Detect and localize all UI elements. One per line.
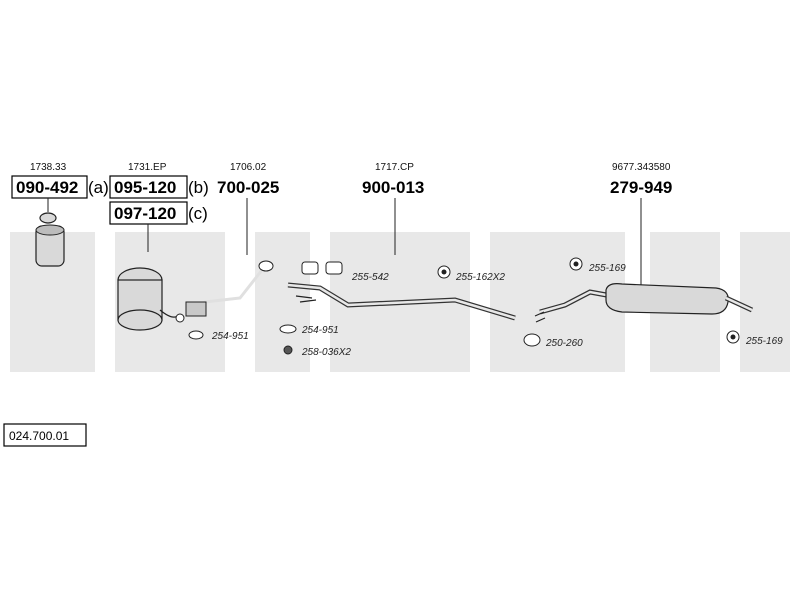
variant-label: (c)	[188, 204, 208, 223]
catalyst-a-icon	[35, 212, 65, 267]
section-catalyst-a[interactable]: 1738.33 090-492 (a)	[11, 162, 109, 267]
fitting-label: 254-951	[301, 325, 339, 336]
front-pipe-icon	[185, 260, 274, 317]
part-number: 279-949	[610, 178, 672, 197]
rubber-mount-icon	[437, 265, 451, 279]
ref-label: 1706.02	[230, 162, 267, 173]
ref-label: 1731.EP	[128, 162, 167, 173]
rubber-mount-icon	[569, 257, 583, 271]
ref-label: 1738.33	[30, 162, 67, 173]
part-number-box	[11, 175, 88, 199]
rubber-mount-icon	[726, 330, 740, 344]
ref-label: 9677.343580	[612, 162, 671, 173]
section-catalyst-b[interactable]: 1731.EP 095-120 (b) 097-120 (c)	[109, 162, 209, 331]
variant-label: (a)	[88, 178, 109, 197]
fitting-label: 255-162X2	[455, 272, 505, 283]
clamp-icon	[523, 333, 541, 347]
part-number: 097-120	[114, 204, 176, 223]
section-front-pipe[interactable]: 1706.02 700-025 254-951	[185, 162, 279, 342]
part-number: 900-013	[362, 178, 424, 197]
fitting-label: 255-169	[745, 336, 783, 347]
ref-label: 1717.CP	[375, 162, 414, 173]
middle-pipe-icon	[287, 282, 516, 321]
nut-icon	[283, 345, 293, 355]
gasket-icon	[279, 324, 297, 334]
diagram-number: 024.700.01	[9, 429, 69, 443]
rear-silencer-icon	[534, 283, 754, 323]
fitting-gasket-icon	[188, 330, 204, 340]
part-number: 090-492	[16, 178, 78, 197]
part-number: 700-025	[217, 178, 279, 197]
fitting-label: 255-169	[588, 263, 626, 274]
fitting-label: 255-542	[351, 272, 389, 283]
fitting-label: 258-036X2	[301, 347, 351, 358]
section-middle-pipe[interactable]: 1717.CP 900-013 255-542 255-162X2 254-95…	[279, 162, 516, 358]
section-rear-silencer[interactable]: 9677.343580 279-949 255-169 250-260 255-…	[523, 162, 783, 349]
fitting-label: 254-951	[211, 331, 249, 342]
catalyst-b-icon	[117, 267, 185, 331]
part-number: 095-120	[114, 178, 176, 197]
variant-label: (b)	[188, 178, 209, 197]
diagram-number-box: 024.700.01	[3, 423, 87, 447]
hanger-clamp-icon	[301, 261, 343, 275]
part-number-box	[109, 175, 188, 199]
fitting-label: 250-260	[545, 338, 583, 349]
